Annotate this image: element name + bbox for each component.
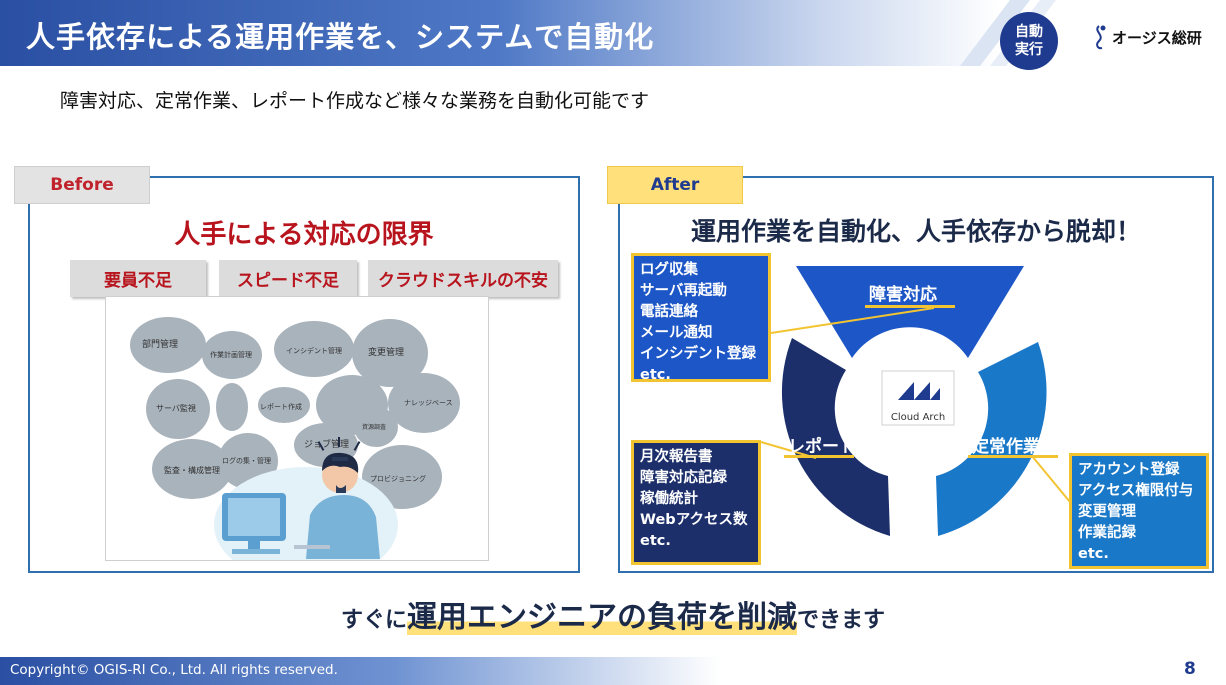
bubble-bg-4 (352, 319, 428, 387)
bubble-label-7: ナレッジベース (404, 399, 453, 407)
call-to-action: すぐに運用エンジニアの負荷を削減できます (0, 592, 1226, 636)
routine-tasks-box: アカウント登録 アクセス権限付与 変更管理 作業記録 etc. (1069, 453, 1209, 569)
pill-cloud-skill-anxiety: クラウドスキルの不安 (368, 260, 558, 297)
automation-wheel (760, 266, 1071, 536)
bubble-bg-1 (130, 317, 206, 373)
label-incident: 障害対応 (869, 285, 937, 305)
bubble-bg-3 (274, 321, 354, 377)
bubble-bg-5 (146, 379, 210, 439)
after-tag: After (607, 166, 743, 204)
incident-task: メール通知 (640, 325, 713, 341)
center-logo-label: Cloud Arch (890, 412, 946, 423)
cta-emphasis: 運用エンジニアの負荷を削減 (407, 600, 797, 635)
stress-marks (317, 437, 361, 451)
report-task: 稼働統計 (640, 491, 698, 507)
page-number: 8 (1184, 659, 1196, 679)
underline-report (784, 455, 854, 458)
bubble-bg-7 (258, 387, 310, 423)
routine-task: アカウント登録 (1078, 462, 1180, 478)
label-routine: 定常作業 (972, 437, 1040, 457)
cloud-arch-mark-icon (898, 382, 940, 400)
incident-task: 電話連絡 (640, 304, 698, 320)
routine-task: 作業記録 (1078, 525, 1136, 541)
segment-report (781, 338, 890, 536)
underline-incident (865, 305, 955, 308)
incident-task: etc. (640, 367, 671, 383)
connector-incident (770, 307, 935, 334)
slide-title: 人手依存による運用作業を、システムで自動化 (26, 20, 655, 54)
routine-task: etc. (1078, 546, 1109, 562)
before-heading: 人手による対応の限界 (174, 220, 434, 250)
bubble-label-12: プロビジョニング (370, 474, 426, 483)
incident-task: インシデント登録 (640, 346, 756, 362)
bubble-bg-13 (152, 439, 232, 499)
footer-background (0, 657, 720, 685)
incident-tasks-box: ログ収集 サーバ再起動 電話連絡 メール通知 インシデント登録 etc. (631, 253, 771, 383)
underline-routine (968, 455, 1058, 458)
badge-line-1: 自動 (1015, 24, 1043, 40)
report-task: 障害対応記録 (640, 470, 727, 486)
cta-prefix: すぐに (340, 608, 407, 633)
subtitle: 障害対応、定常作業、レポート作成など様々な業務を自動化可能です (60, 90, 650, 112)
bubble-label-11: 監査・構成管理 (164, 465, 220, 475)
copyright: Copyright© OGIS-RI Co., Ltd. All rights … (10, 662, 338, 678)
wheel-labels: 障害対応 レポート 定常作業 Cloud Arch (618, 176, 1214, 573)
pill-speed-shortage: スピード不足 (219, 260, 357, 297)
report-task: etc. (640, 533, 671, 549)
company-logo: オージス総研 (1090, 22, 1202, 52)
before-tag: Before (14, 166, 150, 204)
engineer-figure (222, 452, 380, 559)
routine-task: アクセス権限付与 (1078, 483, 1194, 499)
overloaded-engineer-illustration: 部門管理 作業計画管理 インシデント管理 変更管理 サーバ監視 レポート作成 ナ… (105, 296, 489, 561)
bubble-label-9: ログの集・管理 (222, 456, 271, 465)
segment-routine (936, 342, 1047, 536)
bubble-label-10: ジョブ管理 (304, 438, 349, 450)
routine-task: 変更管理 (1078, 504, 1136, 520)
bubble-bg-10 (354, 407, 398, 447)
logo-mark-icon (1096, 25, 1106, 50)
bubble-bg-6 (216, 383, 248, 431)
after-heading: 運用作業を自動化、人手依存から脱却！ (690, 217, 1141, 246)
bubble-label-8: 資源調査 (362, 423, 386, 431)
report-tasks-box: 月次報告書 障害対応記録 稼働統計 Webアクセス数 etc. (631, 440, 761, 565)
bubble-label-4: 変更管理 (368, 346, 404, 358)
bubble-bg-9 (388, 373, 460, 433)
cta-suffix: できます (797, 608, 886, 633)
bubble-label-6: レポート作成 (260, 402, 302, 411)
report-task: 月次報告書 (640, 449, 713, 465)
footer-bar (0, 657, 720, 685)
task-bubbles (130, 317, 460, 509)
pill-staff-shortage: 要員不足 (70, 260, 206, 297)
bubble-label-1: 部門管理 (142, 338, 178, 350)
task-bubble-labels: 部門管理 作業計画管理 インシデント管理 変更管理 サーバ監視 レポート作成 ナ… (142, 338, 453, 483)
report-task: Webアクセス数 (640, 512, 748, 528)
logo-text: オージス総研 (1112, 28, 1202, 47)
incident-task: ログ収集 (640, 262, 698, 278)
bubble-bg-2 (202, 331, 262, 379)
bubble-label-5: サーバ監視 (156, 403, 196, 413)
bubble-label-3: インシデント管理 (286, 346, 342, 355)
label-report: レポート (788, 437, 856, 457)
bubble-label-2: 作業計画管理 (210, 350, 252, 359)
auto-exec-badge: 自動 実行 (1000, 12, 1058, 70)
badge-line-2: 実行 (1015, 42, 1043, 58)
incident-task: サーバ再起動 (640, 283, 727, 299)
